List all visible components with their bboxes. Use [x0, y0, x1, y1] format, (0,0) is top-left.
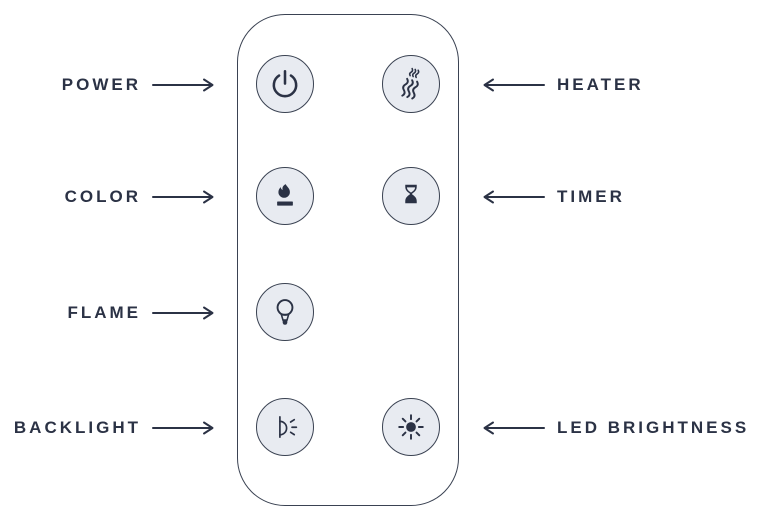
callout-label-flame: FLAME [67, 303, 141, 322]
power-button[interactable] [256, 55, 314, 113]
callout-label-timer: TIMER [557, 187, 625, 206]
campfire-icon [277, 184, 293, 206]
timer-button[interactable] [382, 167, 440, 225]
heat-waves-icon [401, 67, 420, 100]
arrow-right-icon [152, 306, 214, 320]
callout-label-heater: HEATER [557, 75, 644, 94]
callout-label-led-brightness: LED BRIGHTNESS [557, 418, 750, 437]
arrow-right-icon [152, 421, 214, 435]
arrow-left-icon [483, 421, 545, 435]
hourglass-icon [405, 184, 417, 204]
sun-brightness-icon [398, 414, 424, 440]
led-brightness-button[interactable] [382, 398, 440, 456]
flame-button[interactable] [256, 283, 314, 341]
power-icon [272, 69, 298, 98]
callout-label-color: COLOR [64, 187, 141, 206]
arrow-right-icon [152, 78, 214, 92]
color-button[interactable] [256, 167, 314, 225]
callout-label-power: POWER [61, 75, 141, 94]
arrow-left-icon [483, 78, 545, 92]
backlight-button[interactable] [256, 398, 314, 456]
arrow-left-icon [483, 190, 545, 204]
backlight-lamp-icon [279, 416, 298, 438]
remote-control-body [237, 14, 459, 506]
callout-label-backlight: BACKLIGHT [13, 418, 141, 437]
heater-button[interactable] [382, 55, 440, 113]
arrow-right-icon [152, 190, 214, 204]
lightbulb-icon [276, 299, 294, 325]
